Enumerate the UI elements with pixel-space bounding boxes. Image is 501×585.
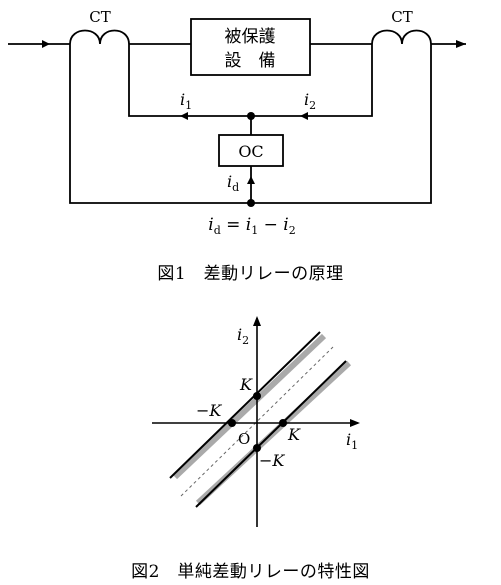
i1-arrow bbox=[180, 112, 188, 120]
figure-1 bbox=[8, 18, 466, 207]
x-axis-arrow bbox=[350, 419, 360, 427]
origin-label: O bbox=[238, 430, 250, 448]
figure-1-caption: 図1 差動リレーの原理 bbox=[157, 264, 344, 284]
ct-left-label: CT bbox=[89, 8, 110, 26]
main-line-right-arrow bbox=[456, 40, 466, 48]
k-x-label: K bbox=[287, 425, 301, 444]
i2-arrow bbox=[300, 112, 308, 120]
formula-label: id = i1 − i2 bbox=[208, 215, 295, 237]
neg-k-y-label: −K bbox=[259, 451, 285, 470]
upper-line-shade bbox=[172, 333, 327, 480]
y-axis-arrow bbox=[253, 316, 261, 326]
id-arrow bbox=[247, 176, 255, 184]
main-line-left-arrow bbox=[42, 40, 50, 48]
point-k-y bbox=[253, 392, 261, 400]
point-neg-k-x bbox=[228, 419, 236, 427]
i1-label: i1 bbox=[180, 90, 192, 112]
oc-label: OC bbox=[238, 142, 263, 161]
ct-left-coil bbox=[69, 29, 130, 45]
y-axis-label: i2 bbox=[237, 325, 249, 347]
protected-equipment-box bbox=[190, 18, 311, 76]
k-y-label: K bbox=[239, 375, 253, 394]
equipment-label-line1: 被保護 bbox=[225, 27, 276, 47]
id-label: id bbox=[227, 172, 239, 194]
ct-right-label: CT bbox=[391, 8, 412, 26]
figure-2 bbox=[152, 316, 360, 527]
upper-operating-line bbox=[169, 331, 321, 479]
point-k-x bbox=[279, 419, 287, 427]
figure-2-caption: 図2 単純差動リレーの特性図 bbox=[131, 562, 370, 582]
x-axis-label: i1 bbox=[346, 430, 358, 452]
ct-right-coil bbox=[371, 29, 432, 45]
neg-k-x-label: −K bbox=[196, 401, 222, 420]
junction-bottom bbox=[247, 199, 255, 207]
equipment-label-line2: 設 備 bbox=[225, 51, 276, 71]
i2-label: i2 bbox=[304, 90, 316, 112]
point-neg-k-y bbox=[253, 444, 261, 452]
lower-operating-line bbox=[195, 360, 347, 508]
junction-top bbox=[247, 112, 255, 120]
